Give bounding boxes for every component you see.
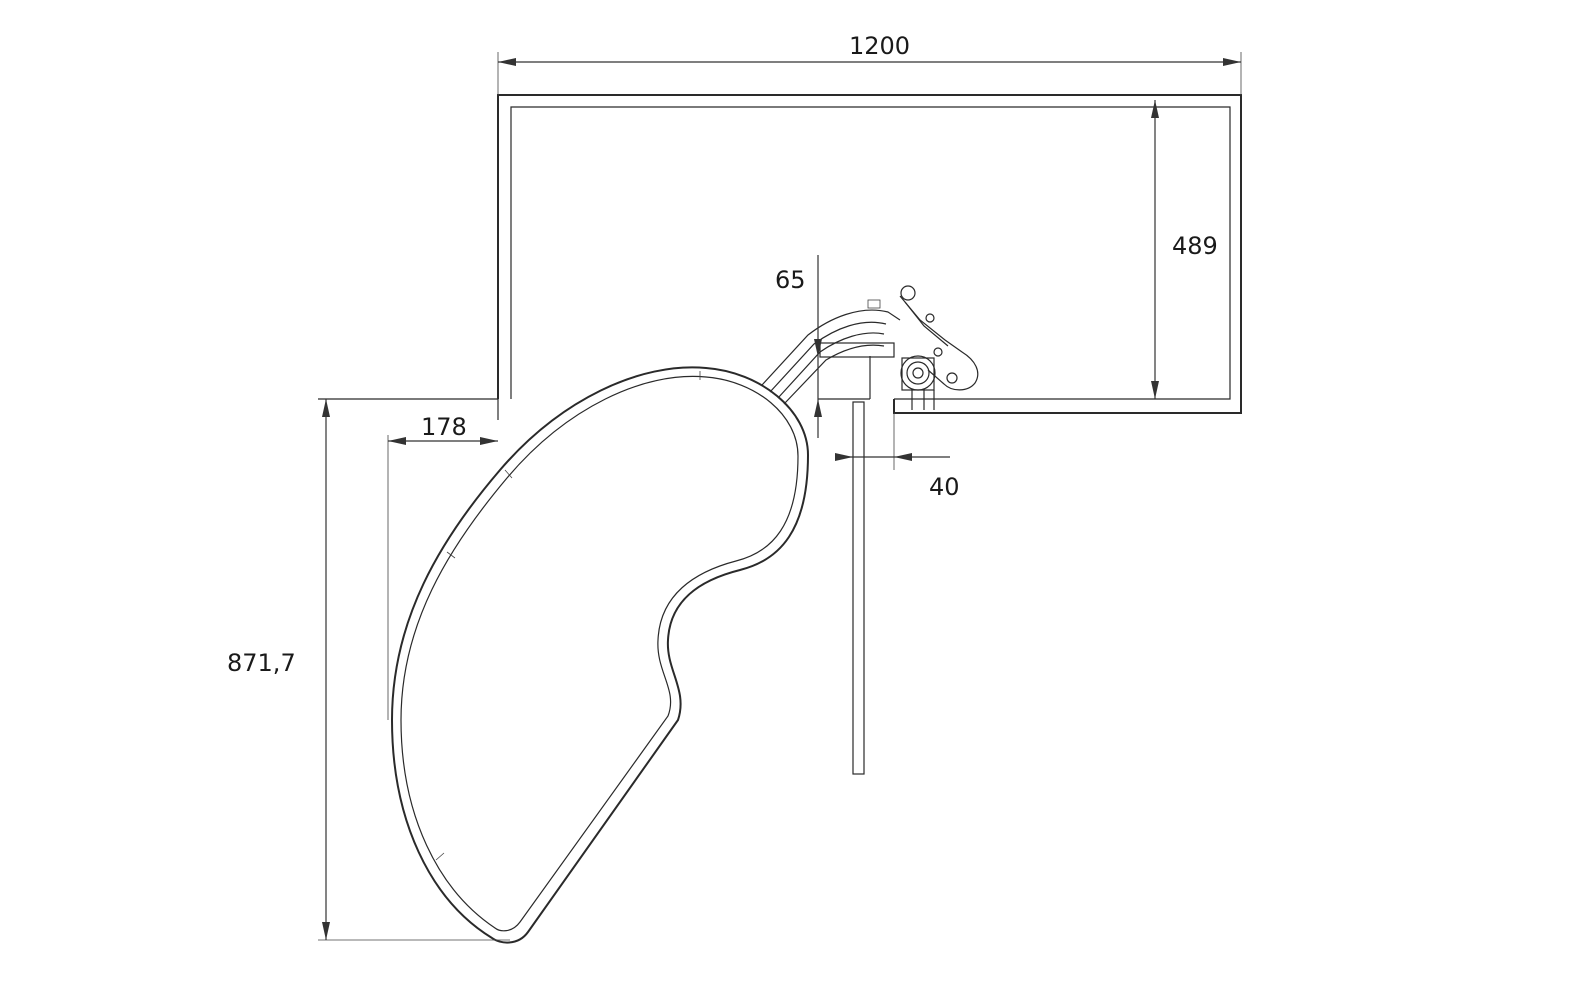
dim-label-178: 178 [421,413,467,441]
dim-label-1200: 1200 [849,32,911,60]
dim-label-40: 40 [929,473,960,501]
dim-178-line [387,435,498,720]
dim-489-line [1151,100,1159,399]
dim-label-871: 871,7 [227,649,296,677]
dim-40-line [835,413,950,470]
swing-arm-mechanism [761,285,979,410]
dim-label-65: 65 [775,266,806,294]
dim-65-line [814,255,822,438]
kidney-shelf [390,366,810,944]
dim-label-489: 489 [1172,232,1218,260]
dim-1200-line [497,52,1242,95]
dim-871-line [318,399,510,941]
door-panel [852,401,865,775]
cabinet-outline [318,94,1242,420]
